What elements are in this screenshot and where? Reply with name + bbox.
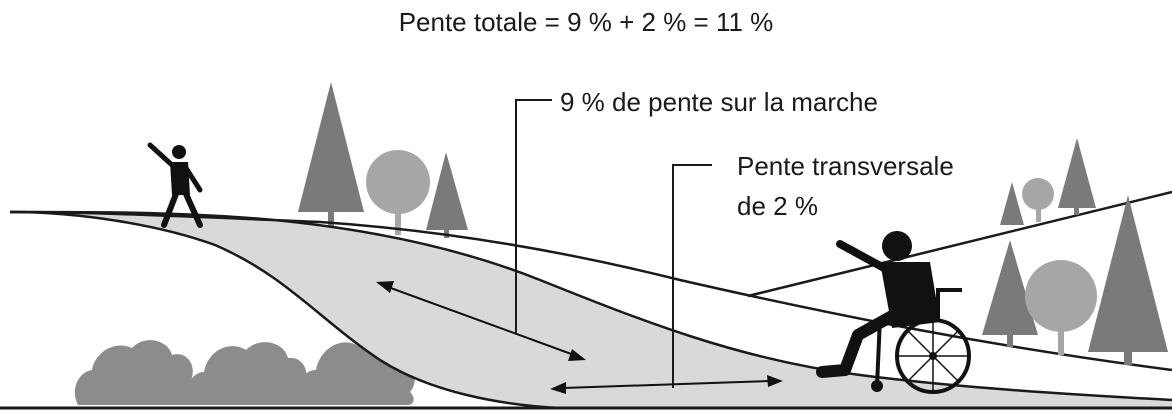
conifer-3 — [1000, 182, 1024, 225]
tree-trunk — [1007, 325, 1013, 347]
arrowhead — [550, 382, 566, 394]
running-slope-arrow — [387, 286, 575, 356]
tree-trunk — [1124, 340, 1132, 365]
round-tree-3 — [1025, 260, 1097, 332]
cross-slope-label-line1: Pente transversale — [737, 151, 954, 181]
arrowhead — [376, 281, 394, 293]
conifer-1 — [298, 82, 364, 212]
conifer-2 — [426, 152, 468, 230]
terrain-far-edge — [9, 210, 1172, 372]
round-tree-1 — [366, 150, 430, 214]
right-trees — [982, 138, 1168, 365]
arrowhead — [568, 349, 586, 361]
path-outer-edge — [9, 210, 1172, 402]
bush-1 — [74, 340, 197, 405]
round-tree-2 — [1022, 178, 1054, 210]
leader-lines — [515, 99, 712, 388]
left-trees — [298, 82, 468, 238]
conifer-5 — [982, 240, 1038, 335]
tree-trunk — [1036, 200, 1041, 222]
tree-trunk — [1058, 320, 1064, 355]
right-slope-line — [747, 190, 1172, 298]
cross-slope-label-line2: de 2 % — [737, 191, 818, 221]
arrowhead — [767, 375, 783, 387]
leader-running-slope — [515, 99, 552, 333]
walking-person-icon — [147, 142, 203, 228]
diagram-title: Pente totale = 9 % + 2 % = 11 % — [398, 7, 774, 37]
bush-2 — [187, 342, 307, 405]
wheelchair-user-icon — [816, 231, 971, 394]
conifer-6 — [1088, 195, 1168, 352]
tree-trunk — [328, 205, 334, 230]
leader-cross-slope — [672, 164, 712, 388]
path-inner-edge — [9, 210, 561, 410]
conifer-4 — [1058, 138, 1096, 208]
path-surface — [10, 212, 1172, 408]
cross-slope-arrow — [562, 380, 771, 389]
arrows — [376, 281, 783, 394]
tree-trunk — [395, 205, 401, 235]
running-slope-label: 9 % de pente sur la marche — [560, 87, 878, 117]
